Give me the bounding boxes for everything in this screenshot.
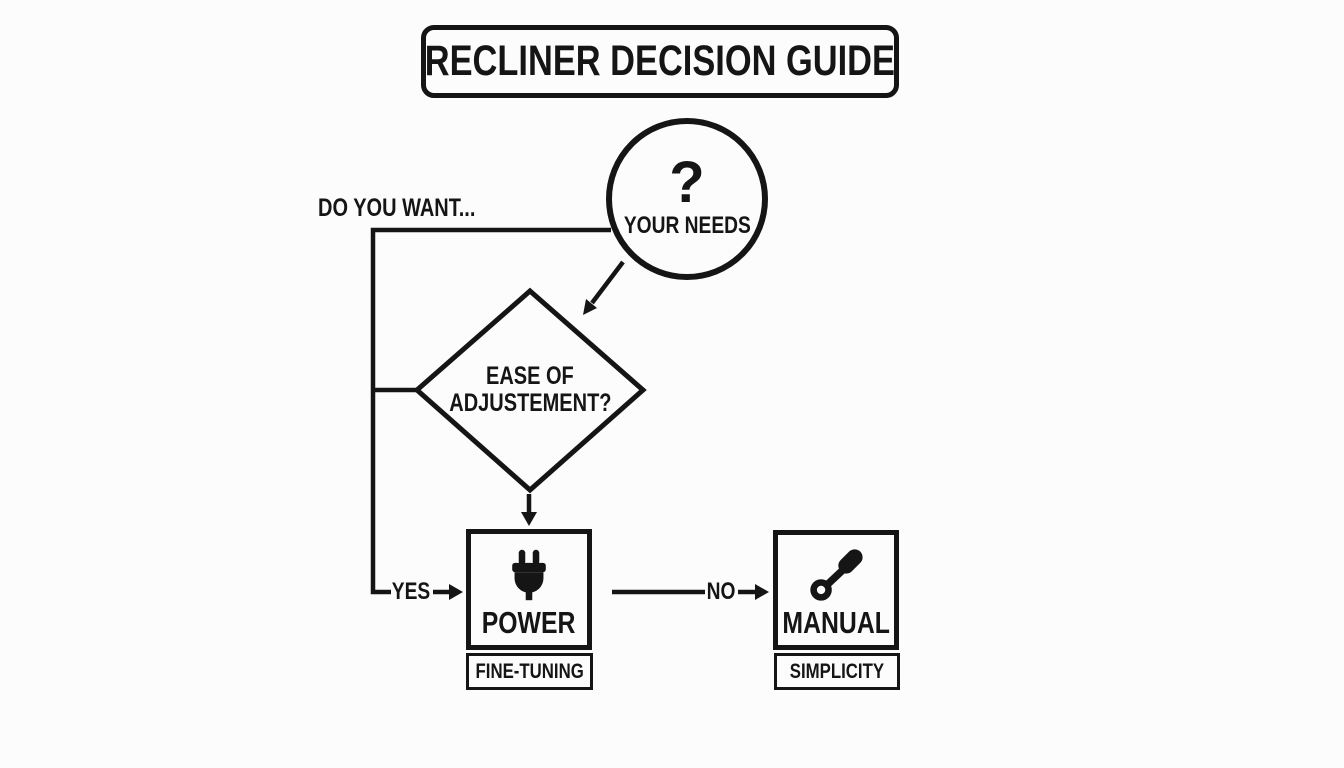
yes-edge-label: YES [391,578,431,605]
title-box: RECLINER DECISION GUIDE [421,25,899,98]
screwdriver-icon [808,546,864,604]
start-to-decision-arrow-shaft [592,262,623,303]
power-node: POWER [466,529,592,650]
power-plug-icon [501,546,557,604]
manual-node: MANUAL [773,530,899,650]
page-title: RECLINER DECISION GUIDE [424,37,896,85]
decision-label-line1: EASE OF [486,362,574,390]
decision-node-label: EASE OF ADJUSTEMENT? [425,358,635,422]
power-node-label: POWER [482,604,576,640]
no-edge-label: NO [706,578,736,605]
manual-node-label: MANUAL [782,605,890,640]
start-node-label: YOUR NEEDS [623,211,751,239]
decision-to-power-arrowhead [521,512,537,526]
manual-sublabel-box: SIMPLICITY [774,653,900,690]
start-to-decision-arrowhead [583,299,597,315]
question-mark-icon: ? [669,150,705,216]
prompt-label: DO YOU WANT... [318,194,476,222]
no-arrowhead [755,584,769,600]
decision-label-line2: ADJUSTEMENT? [448,389,612,417]
yes-arrowhead [449,584,463,600]
power-sublabel-box: FINE-TUNING [466,653,593,690]
start-node: ? YOUR NEEDS [606,118,768,280]
